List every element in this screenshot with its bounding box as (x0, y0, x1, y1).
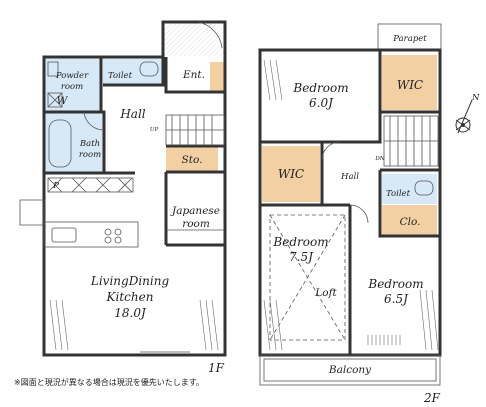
toilet-1f-icon (139, 61, 159, 77)
loft-label: Loft (314, 287, 337, 299)
bedroom1-label-1: Bedroom (292, 81, 348, 95)
wic1-fill (382, 55, 437, 110)
stairs-2f (383, 115, 439, 167)
wic2-fill (262, 146, 320, 202)
powder-room-fill (44, 57, 101, 112)
toilet-1f-label: Toilet (108, 71, 133, 81)
wic2-door-swing (321, 141, 341, 161)
bathtub-icon (48, 119, 72, 168)
p-label: P (52, 181, 59, 191)
kitchen-counter (43, 177, 139, 248)
toilet-2f-icon (414, 180, 434, 196)
compass-icon: N (455, 93, 480, 134)
wall-toilet (103, 57, 165, 87)
toilet-2f-label: Toilet (386, 189, 411, 199)
stairs-1f (165, 114, 225, 146)
up-label: UP (150, 127, 159, 133)
clo-label: Clo. (400, 216, 421, 228)
hall-2f-label: Hall (340, 172, 359, 182)
compass-n-label: N (471, 93, 480, 103)
toilet-2f-fill (382, 174, 437, 204)
storage-1f-fill (166, 146, 218, 171)
bedroom2-label-2: 7.5J (289, 250, 314, 264)
bath-label-1: Bath (79, 139, 100, 149)
powder-label-1: Powder (55, 71, 89, 81)
handrail (367, 335, 401, 345)
window-hatch-1f (49, 299, 69, 351)
powder-label-2: room (61, 82, 83, 92)
outdoor-unit (19, 199, 45, 226)
floor-1f-label: 1F (208, 361, 225, 375)
bedroom3-label-1: Bedroom (367, 277, 423, 291)
floor-2f-label: 2F (423, 391, 441, 405)
bath-room-fill (44, 113, 104, 173)
bed3-door-swing (349, 204, 369, 224)
clo-fill (382, 205, 437, 235)
bedroom3-label-2: 6.5J (384, 292, 409, 306)
loft-area (269, 214, 346, 341)
ldk-label-2: Kitchen (106, 290, 154, 304)
wic1-label: WIC (397, 78, 423, 92)
japanese-label-2: room (182, 218, 210, 230)
dn-label: DN (374, 156, 384, 162)
ent-label: Ent. (182, 69, 205, 81)
washbasin-icon (47, 61, 59, 77)
stove-icon (104, 228, 112, 236)
wall-bedroom1 (260, 50, 382, 144)
japanese-label-1: Japanese (170, 205, 220, 217)
washer-icon (47, 92, 63, 108)
bedroom2-label-1: Bedroom (272, 235, 328, 249)
entrance-shoe-box (210, 62, 224, 92)
wic2-label: WIC (278, 167, 304, 181)
w-label: W (57, 95, 69, 107)
wall-entrance (164, 57, 225, 94)
parapet-label: Parapet (392, 34, 427, 44)
bedroom1-label-2: 6.0J (309, 96, 334, 110)
bath-door-swing (83, 111, 105, 131)
disclaimer-note: ※図面と現況が異なる場合は現況を優先いたします。 (14, 377, 204, 387)
floor-1f: Powder room Toilet Ent. W Hall UP Bath r… (19, 20, 227, 375)
ldk-label-3: 18.0J (114, 306, 147, 320)
sto-1f-label: Sto. (182, 154, 203, 166)
sink-icon (51, 227, 77, 243)
toilet-1f-fill (103, 57, 163, 85)
hall-1f-label: Hall (119, 107, 145, 121)
floor-2f: Parapet Bedroom 6.0J WIC WIC DN Hall Toi… (258, 23, 442, 405)
wall-clo (378, 170, 440, 238)
balcony-label: Balcony (328, 364, 372, 376)
loft-outline (269, 214, 346, 341)
window-hatch-2f (263, 59, 283, 101)
entrance-porch (163, 24, 225, 56)
bath-label-2: room (79, 150, 101, 160)
wall-bath (44, 110, 106, 173)
ldk-label-1: LivingDining (90, 274, 170, 288)
